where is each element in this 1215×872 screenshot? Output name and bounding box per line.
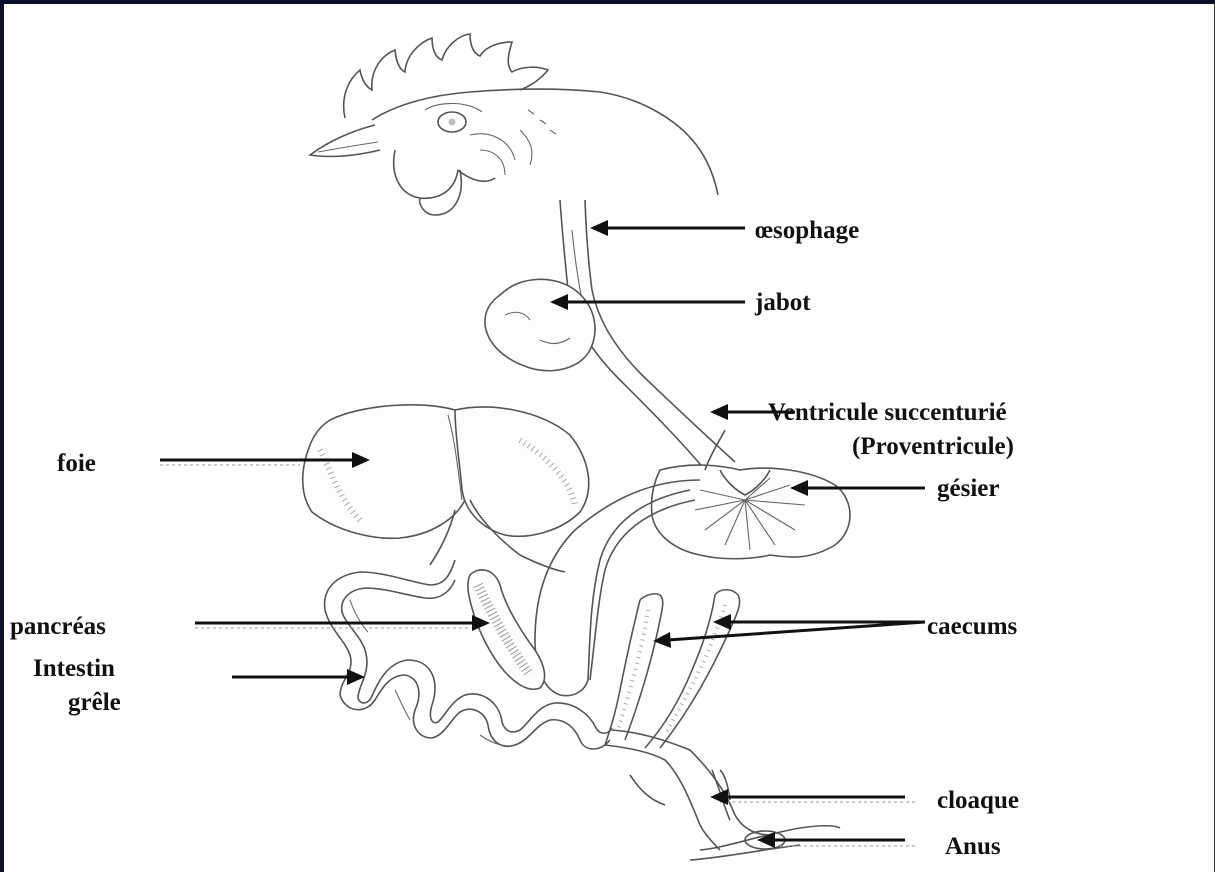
- arrow-cloaque: [710, 789, 915, 805]
- pancreas-illustration: [468, 570, 545, 689]
- crop-illustration: [485, 279, 595, 370]
- label-cloaque: cloaque: [937, 787, 1019, 814]
- label-foie: foie: [57, 450, 96, 477]
- label-anus: Anus: [945, 833, 1001, 860]
- label-intestin-line2: grêle: [68, 689, 121, 716]
- cloaca-illustration: [605, 730, 770, 850]
- arrow-pancreas: [195, 615, 490, 631]
- label-oesophage: œsophage: [755, 217, 859, 244]
- label-intestin-line1: Intestin: [33, 655, 115, 682]
- label-ventricule-line2: (Proventricule): [852, 433, 1014, 460]
- label-pancreas: pancréas: [10, 613, 106, 640]
- arrow-caecums: [653, 614, 925, 648]
- gizzard-illustration: [652, 430, 850, 559]
- liver-illustration: [303, 405, 589, 572]
- label-gesier: gésier: [937, 475, 999, 502]
- chicken-head-illustration: [310, 34, 718, 215]
- arrow-intestin: [232, 669, 365, 685]
- label-ventricule-line1: Ventricule succenturié: [768, 399, 1007, 426]
- arrow-oesophage: [590, 220, 745, 236]
- label-jabot: jabot: [754, 289, 811, 316]
- label-caecums: caecums: [927, 613, 1018, 640]
- caeca-illustration: [605, 590, 740, 748]
